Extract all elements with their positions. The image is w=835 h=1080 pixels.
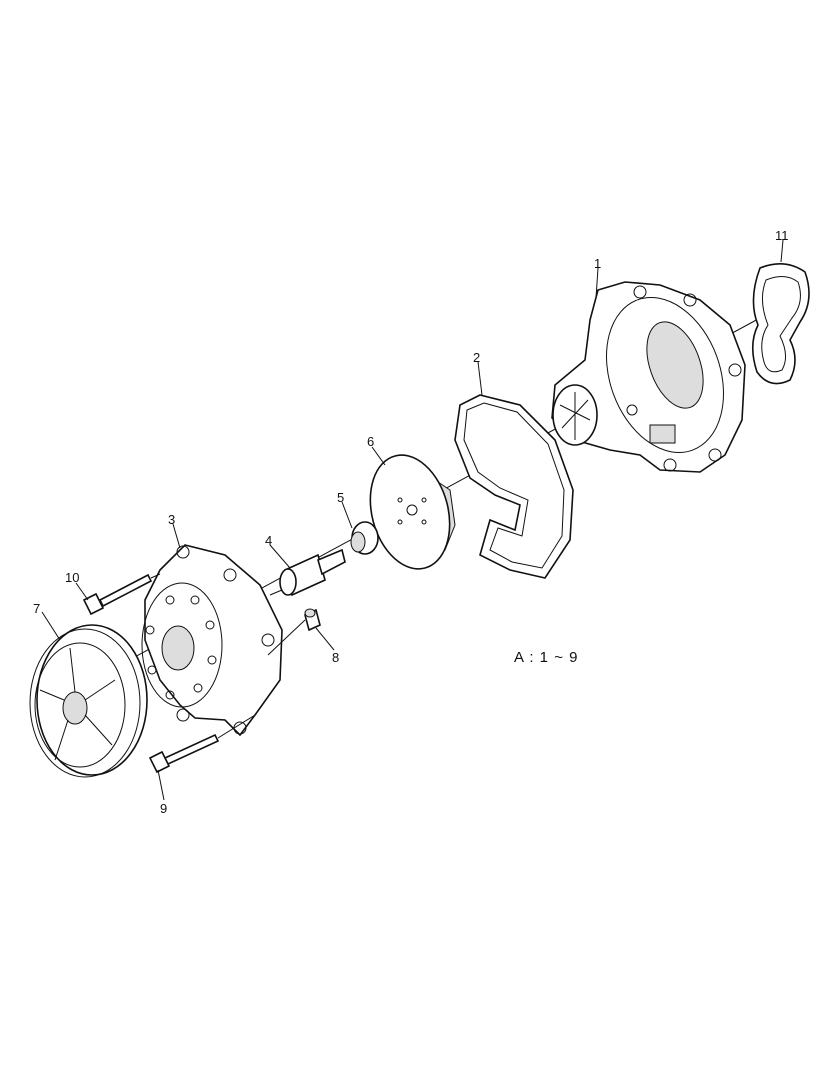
part-9-bolt [148, 733, 220, 774]
callout-5: 5 [337, 490, 344, 505]
callout-4: 4 [265, 533, 272, 548]
callout-9: 9 [160, 801, 167, 816]
callout-2: 2 [473, 350, 480, 365]
part-3-pump-cover [141, 544, 283, 737]
callout-11: 11 [775, 228, 789, 243]
callout-10: 10 [65, 570, 79, 585]
part-10-bolt [82, 573, 153, 616]
part-1-pump-housing [551, 281, 746, 473]
callout-6: 6 [367, 434, 374, 449]
part-4-shaft-bearing [269, 548, 346, 597]
part-11-gasket [751, 263, 810, 385]
part-8-dowel-pin [304, 608, 321, 632]
assembly-note: A : 1 ~ 9 [514, 649, 578, 666]
part-5-seal [350, 521, 379, 555]
callout-3: 3 [168, 512, 175, 527]
part-6-impeller [369, 454, 456, 570]
callout-7: 7 [33, 601, 40, 616]
leader-lines [41, 239, 784, 801]
callout-1: 1 [594, 256, 601, 271]
callout-8: 8 [332, 650, 339, 665]
part-7-pulley [29, 624, 148, 778]
part-2-gasket [454, 394, 574, 579]
